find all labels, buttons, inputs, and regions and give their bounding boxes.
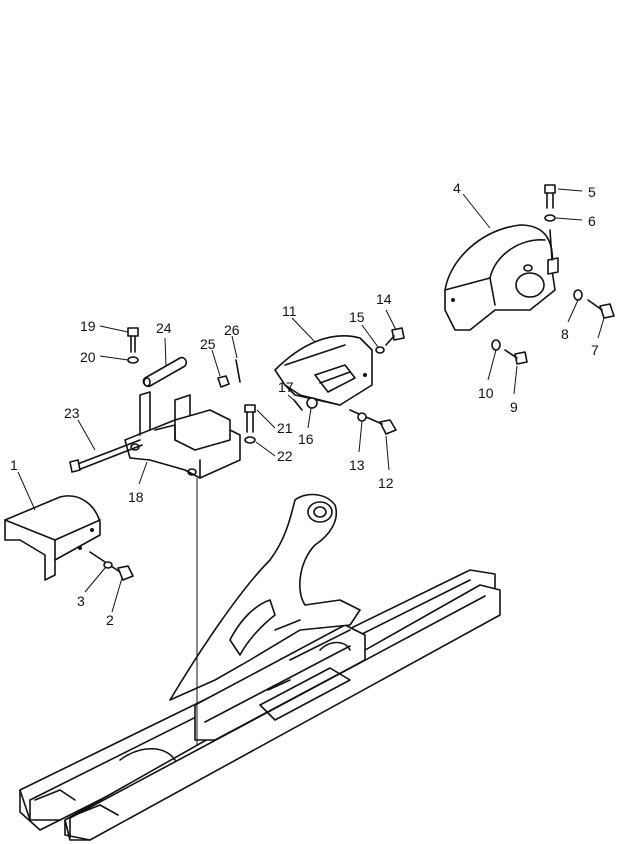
part-24-pin [142,356,187,388]
callout-18: 18 [128,489,144,505]
part-7-bolt [587,299,615,319]
part-20-washer [127,356,139,364]
part-23-long-bolt [69,439,143,473]
part-4-cover [444,224,559,331]
callout-15: 15 [349,309,365,325]
callout-25: 25 [200,336,216,352]
callout-23: 23 [64,405,80,421]
part-5-bolt [544,184,556,209]
part-19-bolt [127,327,139,353]
callout-4: 4 [453,180,461,196]
callout-7: 7 [591,342,599,358]
part-14-bolt [385,327,405,346]
callout-22: 22 [277,448,293,464]
part-9-bolt [504,349,528,365]
part-13-washer [357,412,367,422]
callout-13: 13 [349,457,365,473]
part-2-bolt [89,551,134,581]
callout-6: 6 [588,213,596,229]
callout-11: 11 [282,303,297,319]
callout-16: 16 [298,431,314,447]
part-12-bolt [349,409,397,435]
callout-21: 21 [277,420,293,436]
part-21-bolt [244,404,256,433]
part-3-washer [103,561,113,569]
part-26-cotter-pin [235,359,241,383]
part-6-washer [544,214,556,222]
part-10-washer [491,339,501,351]
callout-2: 2 [106,612,114,628]
track-frame [19,478,501,841]
callout-20: 20 [80,349,96,365]
callout-14: 14 [376,291,392,307]
part-11-cover [274,335,373,406]
callout-1: 1 [10,457,18,473]
callout-12: 12 [378,475,394,491]
callout-24: 24 [156,320,172,336]
part-25-nut [217,375,230,388]
part-16-washer [306,397,318,409]
callout-8: 8 [561,326,569,342]
part-1-cover [4,495,101,581]
callout-labels: 1 2 3 4 5 6 7 8 9 10 11 12 13 14 15 16 1… [10,180,599,628]
callout-19: 19 [80,318,96,334]
leader-lines [17,188,605,613]
callout-26: 26 [224,322,240,338]
part-8-washer [573,289,583,301]
part-22-washer [244,436,256,444]
callout-3: 3 [77,593,85,609]
callout-17: 17 [278,379,294,395]
part-18-bracket [124,391,241,479]
callout-9: 9 [510,399,518,415]
callout-10: 10 [478,385,494,401]
callout-5: 5 [588,184,596,200]
part-15-washer [375,346,385,354]
